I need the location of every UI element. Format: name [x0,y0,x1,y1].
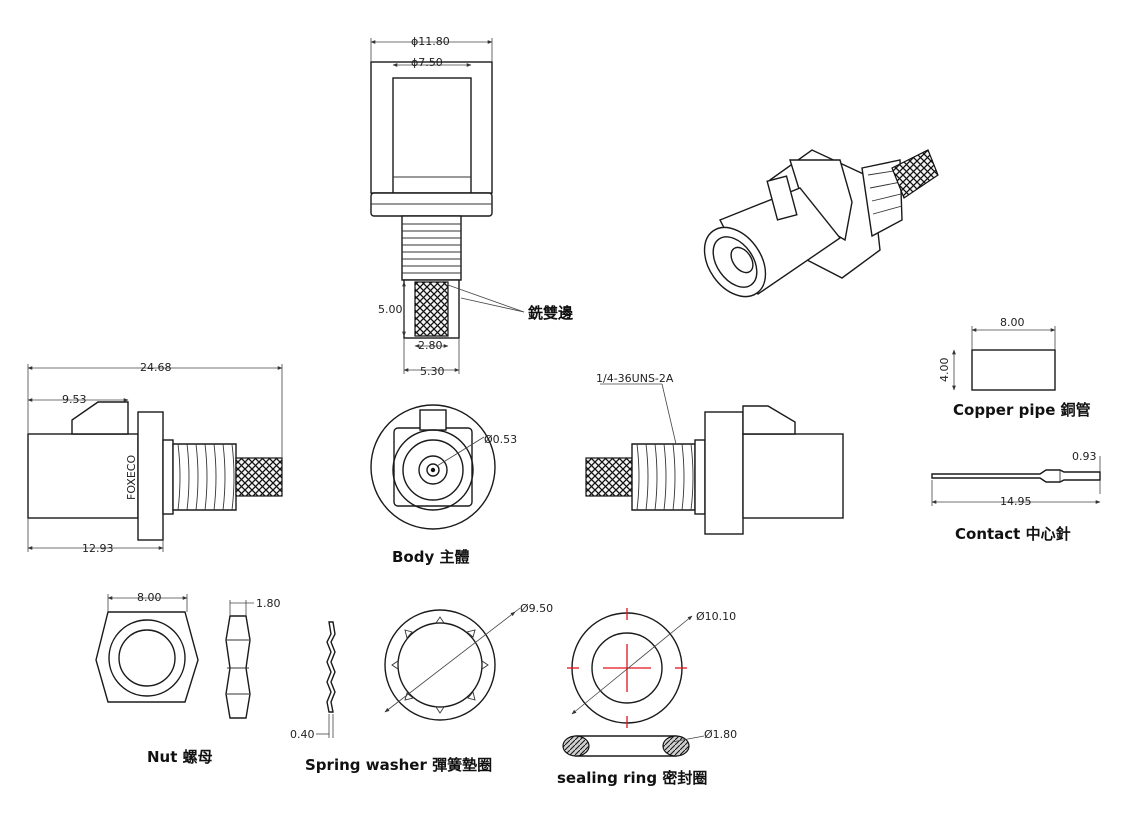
body-front-view: Ø0.53 Body 主體 [370,404,517,566]
right-side-view: 1/4-36UNS-2A [585,372,844,535]
dim-washer-thickness: 0.40 [290,728,315,741]
dim-pipe-dia: 4.00 [938,358,951,383]
spring-washer-label: Spring washer 彈簧墊圈 [305,756,492,774]
dim-front-length: 9.53 [62,393,87,406]
top-view: 銑雙邊 ϕ11.80 ϕ7.50 5.00 2.80 5.30 [370,35,573,378]
body-label: Body 主體 [392,548,469,566]
left-side-view: FOXECO 24.68 9.53 12.93 [27,361,283,555]
dim-nut-size: 8.00 [137,591,162,604]
nut-label: Nut 螺母 [147,748,213,766]
dim-ring-dia: Ø10.10 [696,610,736,623]
dim-top-inner-dia: ϕ7.50 [411,56,443,69]
dim-ring-section: Ø1.80 [704,728,737,741]
nut-view: 8.00 1.80 Nut 螺母 [95,591,281,766]
dim-washer-dia: Ø9.50 [520,602,553,615]
dim-overall-length: 24.68 [140,361,172,374]
dim-crimp-width: 5.30 [420,365,445,378]
dim-crimp-length: 5.00 [378,303,403,316]
sealing-ring-label: sealing ring 密封圈 [557,769,707,787]
dim-body-length: 12.93 [82,542,114,555]
milled-flats-label: 銑雙邊 [527,304,573,322]
copper-pipe-label: Copper pipe 銅管 [953,401,1091,419]
sealing-ring-view: Ø10.10 Ø1.80 sealing ring 密封圈 [557,608,737,787]
copper-pipe-view: 8.00 4.00 Copper pipe 銅管 [938,316,1091,419]
thread-spec: 1/4-36UNS-2A [596,372,674,385]
dim-nut-thickness: 1.80 [256,597,281,610]
spring-washer-view: 0.40 Ø9.50 Spring washer 彈簧墊圈 [290,602,553,774]
dim-pipe-length: 8.00 [1000,316,1025,329]
dim-top-outer-dia: ϕ11.80 [411,35,450,48]
dim-crimp-flat: 2.80 [418,339,443,352]
isometric-view [703,149,939,298]
contact-view: 0.93 14.95 Contact 中心針 [931,450,1101,543]
contact-label: Contact 中心針 [955,525,1071,543]
dim-contact-dia: 0.93 [1072,450,1097,463]
dim-pin-dia: Ø0.53 [484,433,517,446]
dim-contact-length: 14.95 [1000,495,1032,508]
brand-mark: FOXECO [125,455,138,500]
